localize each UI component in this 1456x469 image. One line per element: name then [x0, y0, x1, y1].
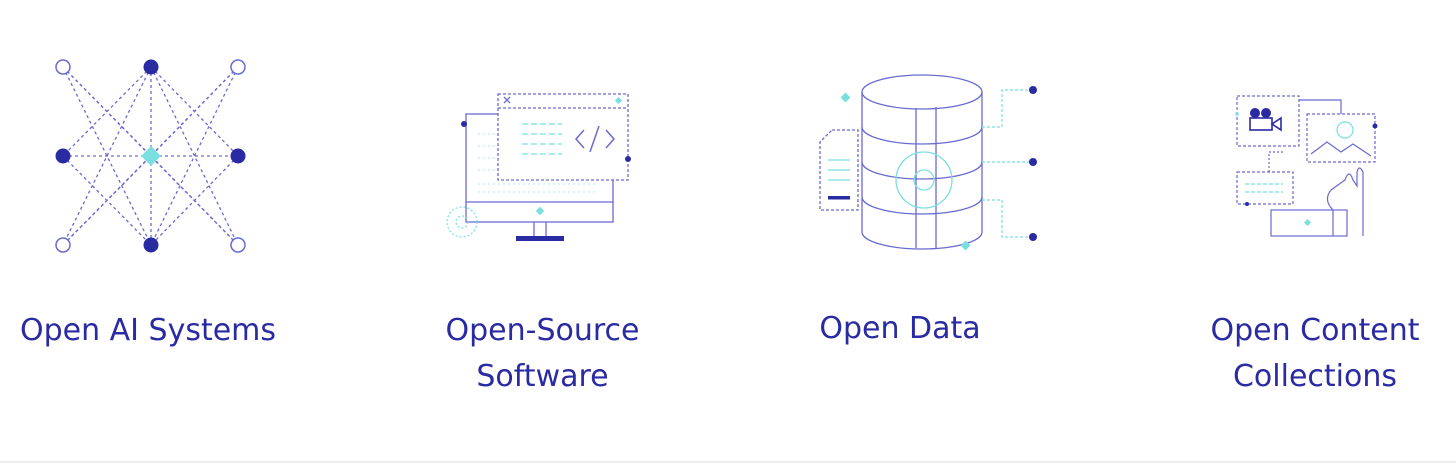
section-divider	[0, 461, 1456, 463]
category-label[interactable]: Open AI Systems	[19, 313, 277, 348]
media-collection-icon	[1235, 95, 1378, 237]
network-icon	[55, 59, 246, 253]
category-open-ai-systems[interactable]: Open AI Systems	[0, 0, 300, 430]
category-label[interactable]: Open Content Collections	[1210, 313, 1420, 394]
code-monitor-icon	[446, 93, 631, 241]
category-open-data[interactable]: Open Data	[800, 0, 1037, 430]
category-open-content-collections[interactable]: Open Content Collections	[1195, 0, 1435, 430]
category-label[interactable]: Open Data	[819, 311, 981, 346]
category-open-source-software[interactable]: Open-Source Software	[400, 0, 685, 430]
category-label[interactable]: Open-Source Software	[445, 313, 640, 394]
database-icon	[819, 74, 1037, 251]
